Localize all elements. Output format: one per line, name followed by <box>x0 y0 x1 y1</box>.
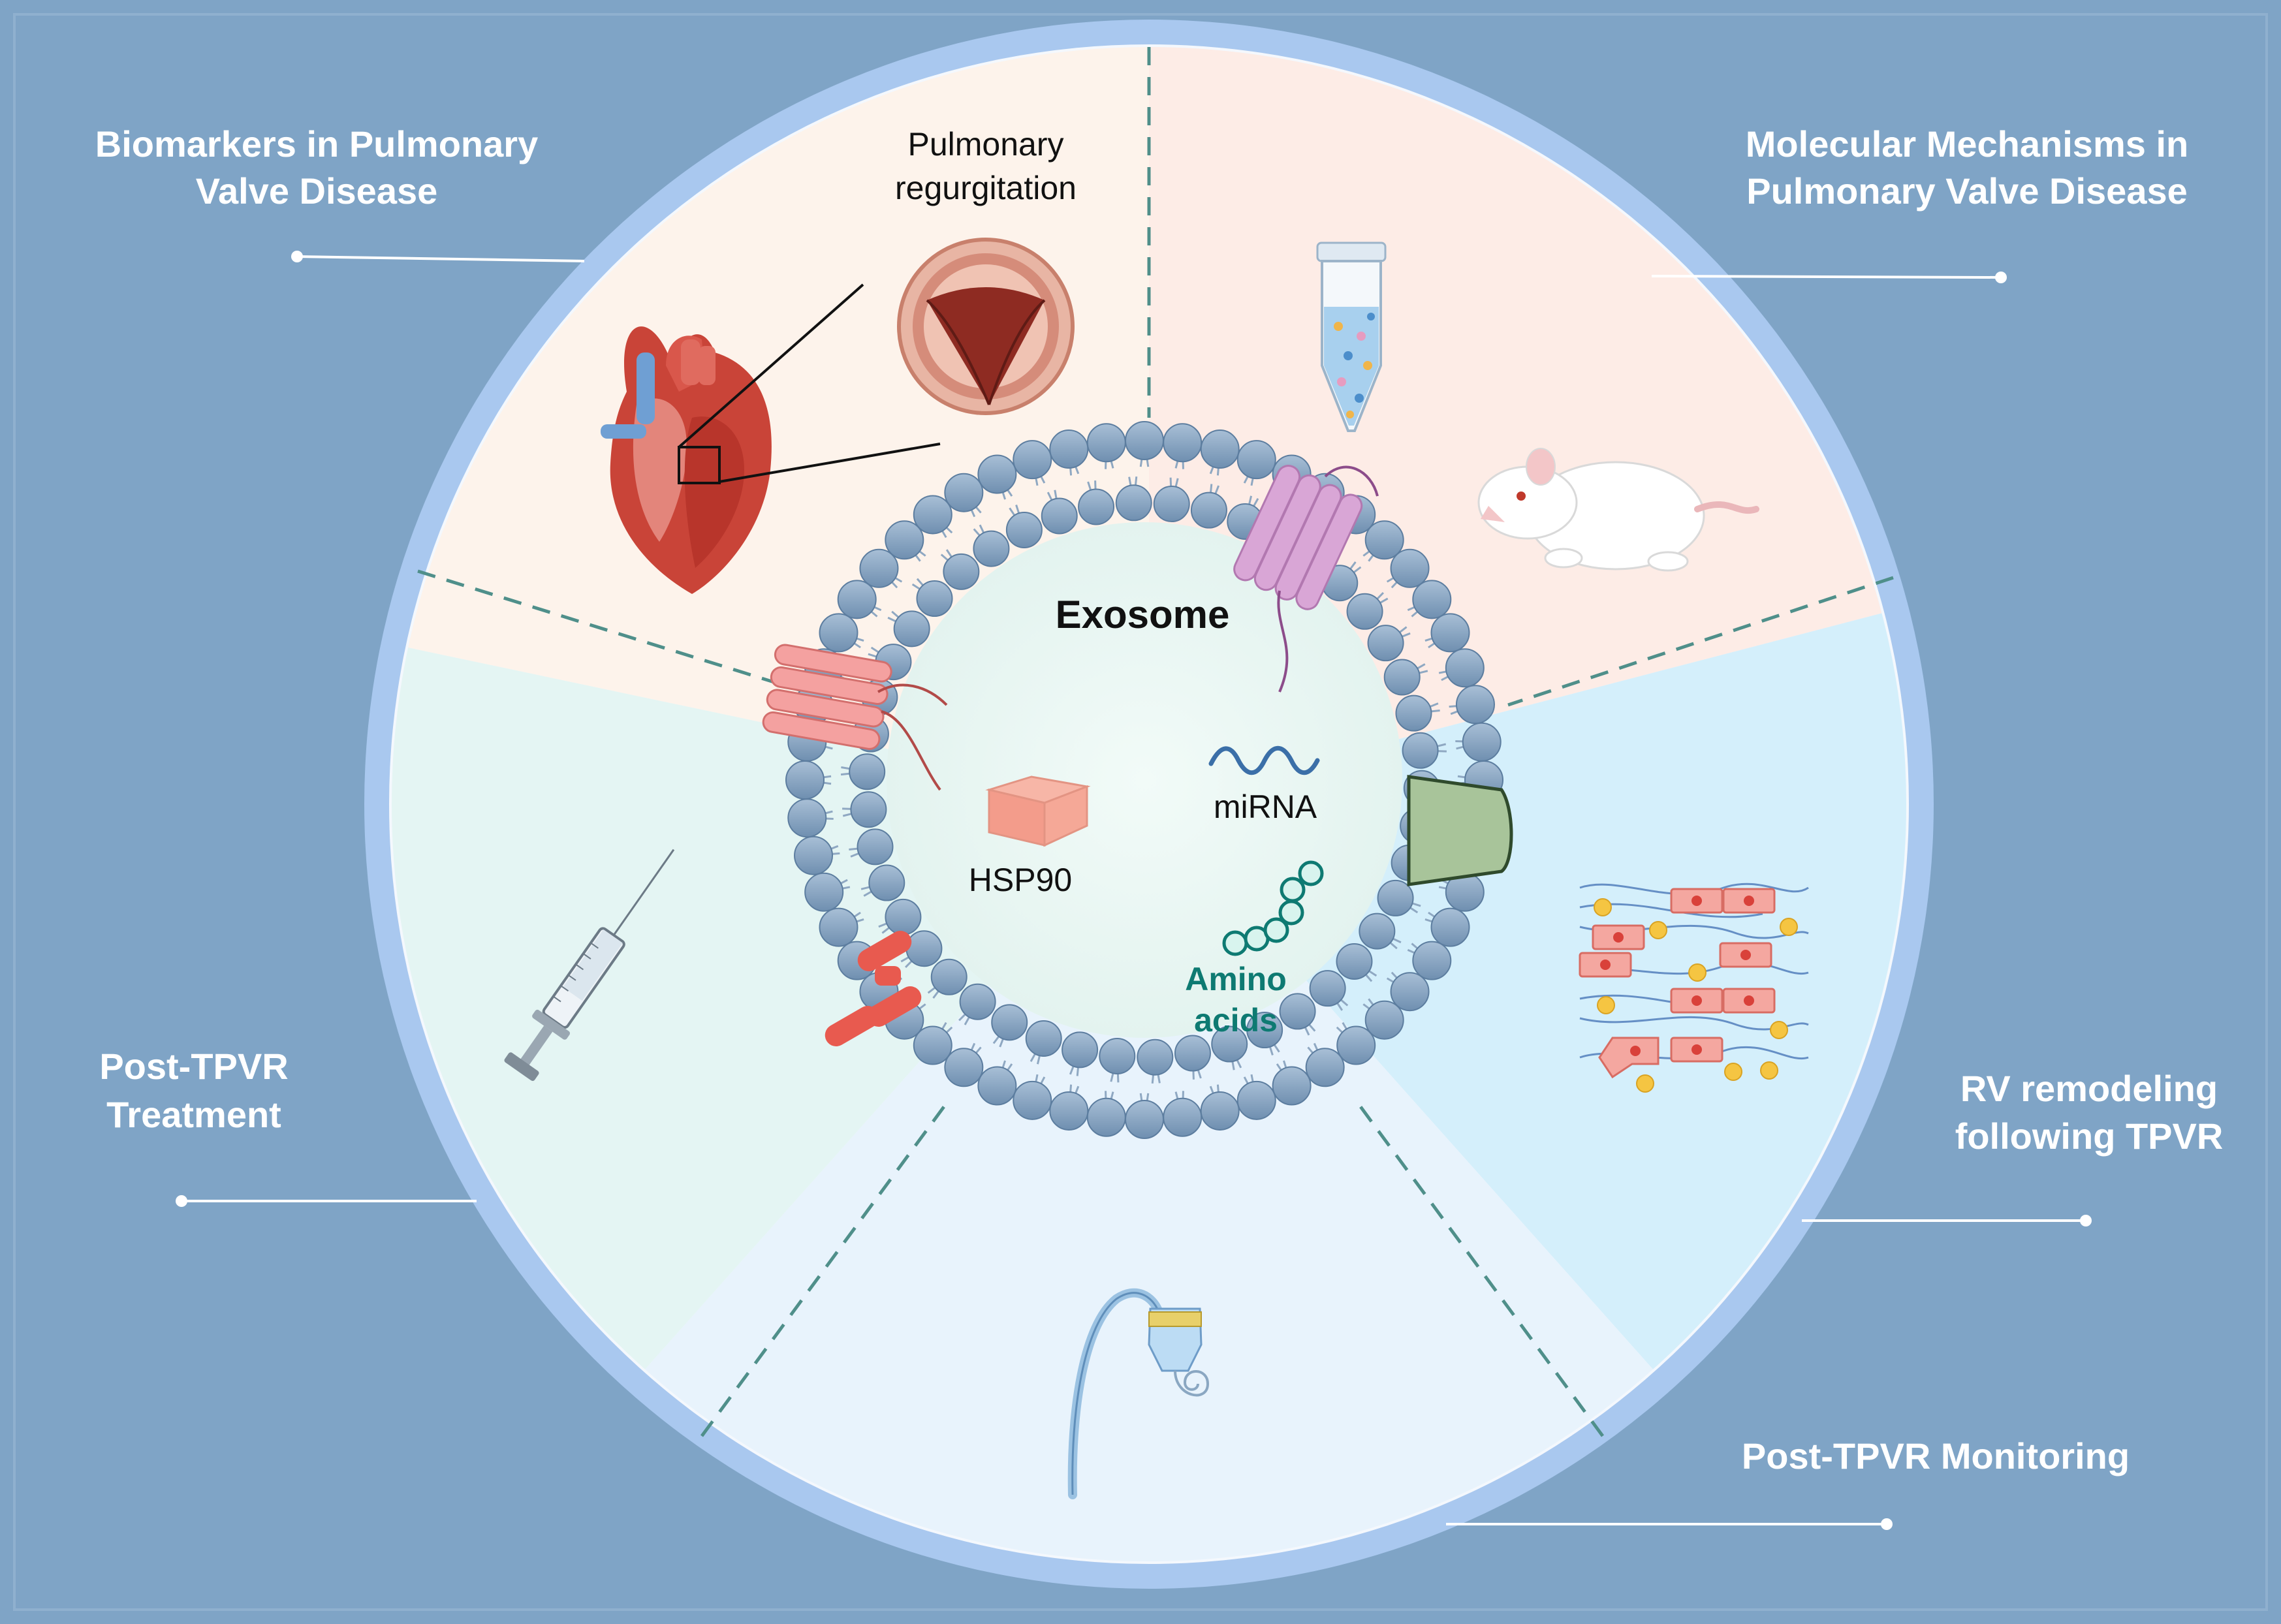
rv-line2: following TPVR <box>1955 1116 2224 1157</box>
biomarkers-line1: Biomarkers in Pulmonary <box>95 123 538 164</box>
rv-line1: RV remodeling <box>1960 1068 2218 1109</box>
regurgitation-line2: regurgitation <box>895 170 1077 206</box>
amino-acid-chain-icon <box>1222 860 1324 956</box>
exosome-core <box>887 522 1402 1038</box>
amino-line1: Amino <box>1185 961 1287 997</box>
membrane-protein-icon <box>825 931 922 1046</box>
monitoring-line1: Post-TPVR Monitoring <box>1742 1435 2130 1476</box>
label-monitoring: Post-TPVR Monitoring <box>1446 1435 2130 1530</box>
exosome-title: Exosome <box>1056 593 1230 636</box>
tissue-cells-icon <box>1579 882 1809 1093</box>
sector-monitoring <box>418 804 1880 1561</box>
mirna-wave-icon <box>1208 745 1320 775</box>
sector-treatment <box>392 561 1149 1561</box>
biomarkers-line2: Valve Disease <box>196 170 438 211</box>
valve-cross-section-icon <box>897 238 1075 415</box>
membrane-protein-icon <box>1407 775 1513 886</box>
hsp90-cube-icon <box>985 775 1091 847</box>
label-treatment: Post-TPVR Treatment <box>99 1046 477 1207</box>
zoom-line-bottom <box>719 443 941 483</box>
molecular-line1: Molecular Mechanisms in <box>1746 123 2188 164</box>
molecular-line2: Pulmonary Valve Disease <box>1746 170 2188 211</box>
label-rv-remodeling: RV remodeling following TPVR <box>1802 1068 2223 1226</box>
regurgitation-line1: Pulmonary <box>908 126 1064 163</box>
treatment-line1: Post-TPVR <box>99 1046 288 1087</box>
label-molecular: Molecular Mechanisms in Pulmonary Valve … <box>1651 123 2188 283</box>
zoom-line-top <box>678 283 864 448</box>
heart-icon <box>601 326 772 594</box>
mirna-label: miRNA <box>1214 789 1317 825</box>
rat-icon <box>1477 448 1759 572</box>
treatment-line2: Treatment <box>106 1094 281 1135</box>
amino-line2: acids <box>1194 1002 1278 1038</box>
membrane-protein-icon <box>762 644 948 791</box>
hsp90-label: HSP90 <box>969 862 1072 898</box>
syringe-icon <box>504 849 675 1082</box>
label-biomarkers: Biomarkers in Pulmonary Valve Disease <box>95 123 585 262</box>
test-tube-icon <box>1316 242 1387 432</box>
catheter-device-icon <box>1067 1288 1210 1499</box>
membrane-protein-icon <box>1233 465 1379 693</box>
